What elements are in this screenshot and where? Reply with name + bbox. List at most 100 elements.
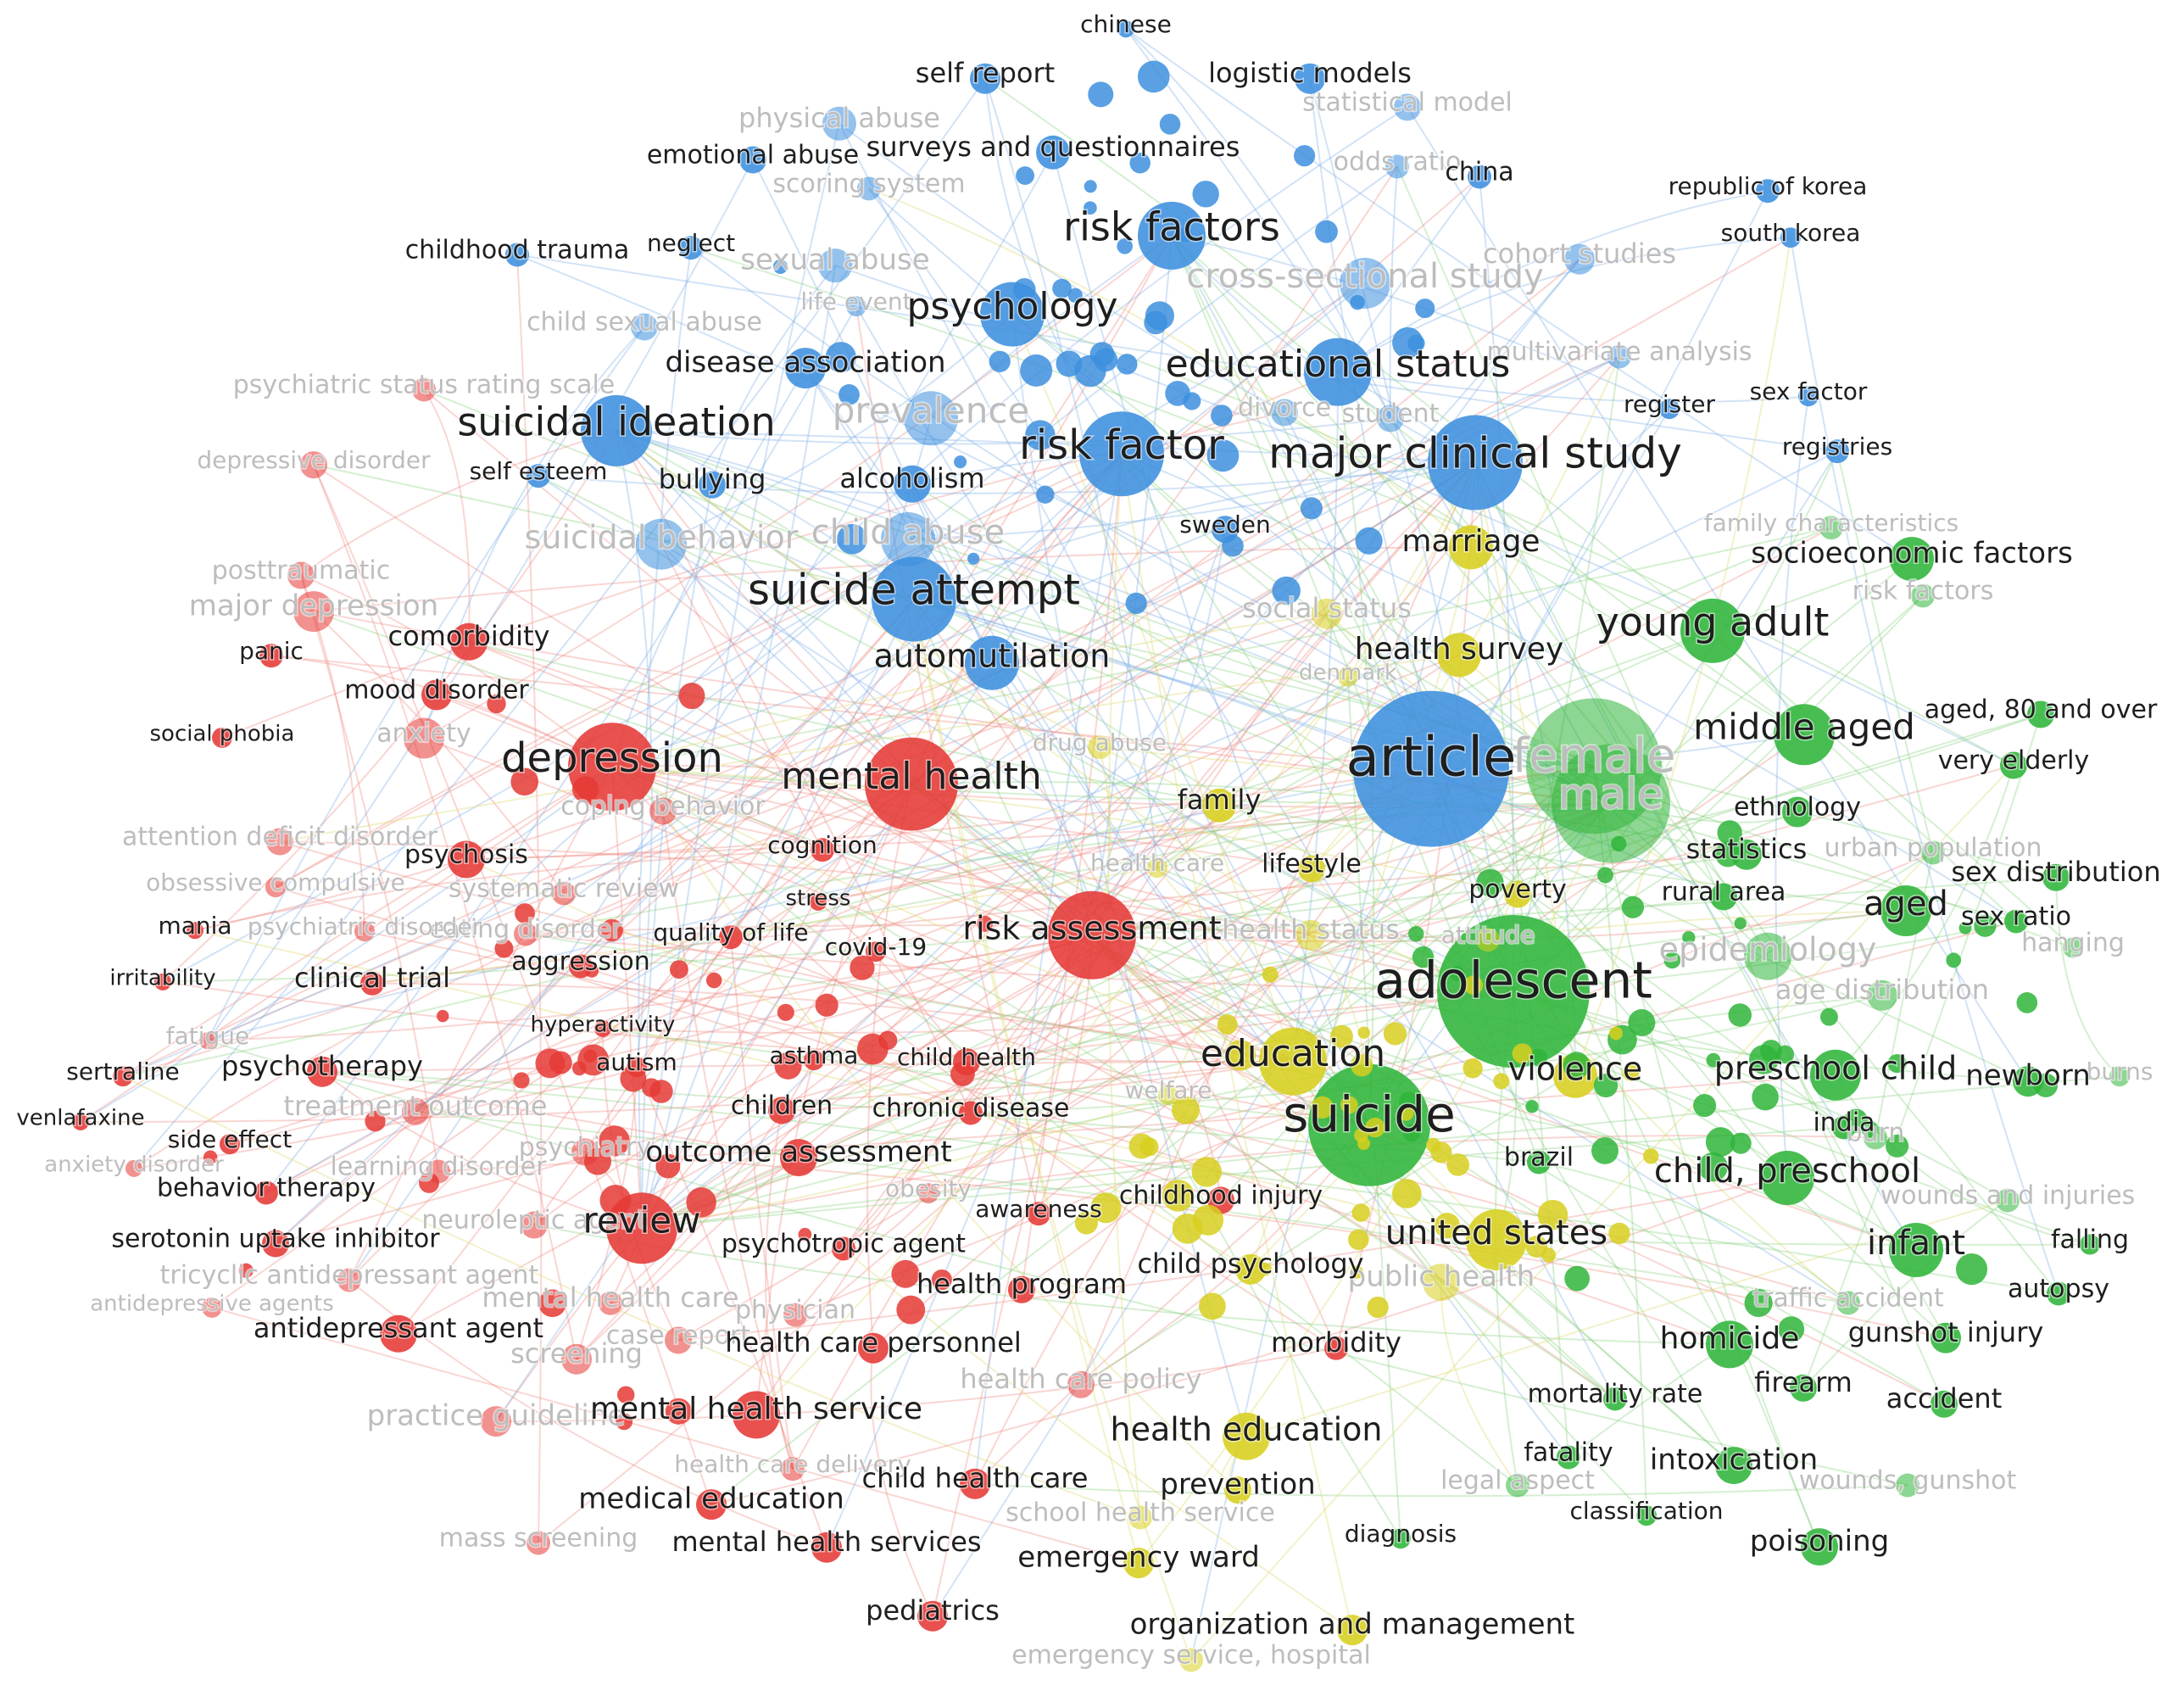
node-small-yellow [1351, 1054, 1373, 1077]
node-small-green [1715, 841, 1741, 868]
node-child-abuse [881, 512, 935, 566]
link-major-clinical-study [1190, 462, 1476, 1660]
node-scoring-system [857, 176, 881, 201]
keyword-label-awareness: awareness [975, 1195, 1102, 1223]
node-eating-disorder [514, 922, 538, 946]
node-coping-behavior [649, 797, 677, 825]
link-statistical-model [1407, 106, 2029, 1082]
keyword-label-children: children [731, 1091, 833, 1121]
keyword-label-accident: accident [1886, 1382, 2003, 1415]
link-depression [611, 766, 1514, 992]
keyword-label-statistical-model: statistical model [1302, 88, 1513, 118]
node-small-red [777, 1003, 794, 1021]
node-physical-abuse [822, 106, 856, 141]
node-psychotherapy [307, 1056, 337, 1087]
keyword-label-very-elderly: very elderly [1938, 746, 2090, 776]
node-child-preschool [1760, 1151, 1814, 1205]
keyword-label-child-psychology: child psychology [1137, 1247, 1363, 1280]
keyword-label-gunshot-injury: gunshot injury [1848, 1316, 2044, 1348]
link-student [616, 417, 1391, 445]
keyword-label-irritability: irritability [109, 966, 215, 991]
node-ethnology [1782, 796, 1813, 828]
node-hanging [2063, 937, 2083, 958]
link-china [1479, 176, 1515, 992]
node-small-blue [1407, 334, 1425, 353]
node-small-red [599, 1185, 632, 1217]
node-mental-health-care [599, 1291, 622, 1315]
node-small-yellow [1383, 1022, 1407, 1046]
link-irritability [162, 430, 617, 983]
node-small-yellow [1357, 1026, 1371, 1039]
keyword-label-tricyclic-antidepressant-agent: tricyclic antidepressant agent [160, 1261, 539, 1291]
node-small-green [1408, 926, 1424, 942]
link-sweden [1091, 529, 1226, 936]
node-small-yellow [1398, 1105, 1414, 1121]
link-depression [122, 766, 613, 1078]
node-small-red [616, 1386, 635, 1403]
link-sweden [826, 528, 1226, 1549]
node-sex-factor [1798, 386, 1819, 407]
node-major-clinical-study [1428, 415, 1523, 511]
keyword-label-student: student [1342, 399, 1440, 429]
link-registries [817, 450, 1838, 903]
link-cross-sectional-study [162, 282, 1366, 983]
link-health-status [616, 430, 1312, 936]
link-physical-abuse [838, 123, 1370, 1126]
link-self-report [133, 78, 986, 1169]
node-systematic-review [552, 881, 576, 906]
node-small-yellow [1348, 1229, 1369, 1251]
keyword-label-violence: violence [1508, 1051, 1643, 1088]
link-coping-behavior [662, 811, 794, 1470]
keyword-label-chinese: chinese [1080, 10, 1172, 38]
link-covid-19 [875, 527, 1832, 953]
link-legal-aspect [611, 766, 1518, 1487]
node-socioeconomic-factors [1890, 537, 1934, 582]
keyword-label-side-effect: side effect [168, 1125, 292, 1153]
link-hanging [616, 429, 2074, 949]
node-drug-abuse [1088, 735, 1112, 760]
link-mass-screening [538, 767, 1432, 1544]
link-review [641, 920, 2017, 1230]
node-small-blue [1211, 405, 1233, 427]
node-small-blue [1293, 145, 1316, 167]
link-risk-factor [984, 78, 1123, 455]
keyword-label-health-care-delivery: health care delivery [674, 1450, 911, 1478]
keyword-label-physician: physician [735, 1296, 855, 1325]
keyword-label-denmark: denmark [1299, 661, 1397, 686]
link-systematic-review [563, 237, 1791, 895]
link-bullying [711, 265, 836, 486]
node-small-blue [989, 350, 1011, 372]
keyword-label-classification: classification [1569, 1497, 1723, 1525]
node-small-yellow [1446, 1153, 1470, 1176]
keyword-label-psychology: psychology [906, 285, 1117, 328]
node-gunshot-injury [1930, 1322, 1961, 1353]
keyword-label-drug-abuse: drug abuse [1033, 728, 1167, 756]
link-very-elderly [1835, 765, 2014, 1076]
link-suicide-attempt [913, 598, 1432, 770]
keyword-label-risk-assessment: risk assessment [962, 910, 1221, 947]
node-cohort-studies [1564, 243, 1595, 275]
node-small-red [850, 955, 875, 980]
link-adolescent [1513, 450, 1838, 992]
node-registries [1825, 439, 1849, 464]
node-mental-health-services [811, 1532, 842, 1563]
keyword-label-emergency-ward: emergency ward [1017, 1541, 1260, 1575]
node-neuroleptic-agent [521, 1211, 548, 1239]
link-irritability [162, 980, 1294, 1063]
node-behavior-therapy [254, 1180, 278, 1205]
link-medical-education [313, 464, 712, 1505]
link-anxiety-disorder [133, 934, 1093, 1169]
node-family-characteristics [1819, 516, 1843, 540]
keyword-label-burn: burn [1847, 1119, 1905, 1148]
node-small-green [1974, 914, 1997, 937]
node-small-red [878, 1030, 898, 1050]
node-small-blue [954, 455, 967, 469]
link-statistical-model [611, 106, 1408, 767]
keyword-label-automutilation: automutilation [874, 638, 1111, 675]
link-denmark [755, 676, 1349, 1416]
link-mental-health [911, 461, 1476, 785]
node-small-blue [1013, 278, 1036, 301]
node-small-blue [825, 342, 856, 373]
link-sex-ratio [423, 388, 2017, 923]
link-risk-assessment [616, 430, 1093, 936]
